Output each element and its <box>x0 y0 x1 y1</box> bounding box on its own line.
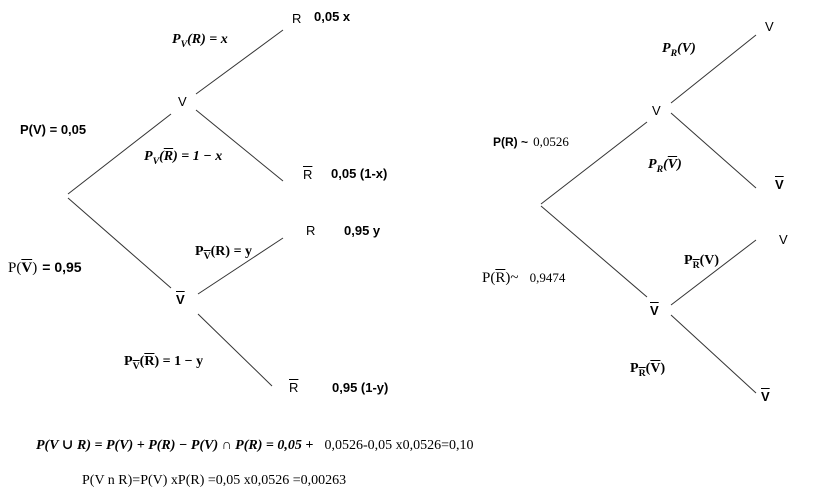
node-right-v: V <box>652 103 661 118</box>
label-p-vbar-value: = 0,95 <box>42 259 82 275</box>
label-pv-rbar: PV(R) = 1 − x <box>144 149 223 167</box>
edge-v-rbar <box>195 109 284 182</box>
leaf-rbar-top-value: 0,05 (1-x) <box>331 166 388 181</box>
leaf-r-bottom-value: 0,95 y <box>344 223 381 238</box>
leaf-rbar-bottom: R <box>289 380 299 395</box>
label-pr-v: PR(V) <box>662 41 696 59</box>
label-pvbar-r: PV(R) = y <box>195 244 253 262</box>
label-prbar-vbar: PR(V) <box>630 361 666 379</box>
edge-right-r-v <box>670 34 757 104</box>
edge-right-rbar-vbar <box>670 314 757 394</box>
label-pr-vbar: PR(V) <box>648 157 682 175</box>
leaf-right-vbar-top: V <box>775 177 784 192</box>
edge-root-v <box>67 113 172 195</box>
node-v: V <box>178 94 187 109</box>
leaf-r-bottom: R <box>306 223 316 238</box>
edge-v-r <box>195 29 284 95</box>
leaf-rbar-bottom-value: 0,95 (1-y) <box>332 380 389 395</box>
label-p-vbar: P(V) = 0,95 <box>8 259 82 276</box>
edge-right-r-vbar <box>670 112 757 189</box>
label-pv-r-value: = x <box>209 32 228 47</box>
label-prbar-v: PR(V) <box>684 253 720 271</box>
edge-right-root-r <box>540 121 648 205</box>
union-formula: P(V ∪ R) = P(V) + P(R) − P(V) ∩ P(R) = 0… <box>36 436 474 453</box>
edge-vbar-rbar <box>197 313 273 387</box>
leaf-r-top-value: 0,05 x <box>314 9 351 24</box>
label-pvbar-r-value: = y <box>233 244 253 259</box>
label-pv-rbar-value: = 1 − x <box>181 149 223 164</box>
leaf-rbar-top: R <box>303 167 313 182</box>
leaf-r-top: R <box>292 11 302 26</box>
label-pvbar-rbar-value: = 1 − y <box>162 354 204 369</box>
leaf-right-vbar-bottom: V <box>761 389 770 404</box>
label-p-r: P(R) ~ 0,0526 <box>493 134 569 149</box>
label-p-v: P(V) = 0,05 <box>20 122 87 137</box>
leaf-right-v-bottom: V <box>779 232 788 247</box>
leaf-right-v-top: V <box>765 19 774 34</box>
union-formula-lhs: P(V ∪ R) = P(V) + P(R) − P(V) ∩ P(R) = 0… <box>36 438 314 453</box>
node-right-vbar: V <box>650 303 659 318</box>
union-formula-rhs: 0,0526-0,05 x0,0526=0,10 <box>324 438 474 453</box>
label-p-rbar-value: 0,9474 <box>529 270 566 285</box>
node-vbar: V <box>176 292 185 307</box>
label-p-rbar: P(R)~ 0,9474 <box>482 270 566 286</box>
intersection-formula: P(V n R)=P(V) xP(R) =0,05 x0,0526 =0,002… <box>82 473 347 488</box>
label-pvbar-rbar: PV(R) = 1 − y <box>124 354 204 372</box>
label-p-r-value: 0,0526 <box>533 134 569 149</box>
edge-right-rbar-v <box>670 239 757 306</box>
edge-vbar-r <box>197 237 284 295</box>
label-pv-r: PV(R) = x <box>172 32 228 50</box>
edge-right-root-rbar <box>540 205 648 298</box>
edge-root-vbar <box>67 197 172 289</box>
